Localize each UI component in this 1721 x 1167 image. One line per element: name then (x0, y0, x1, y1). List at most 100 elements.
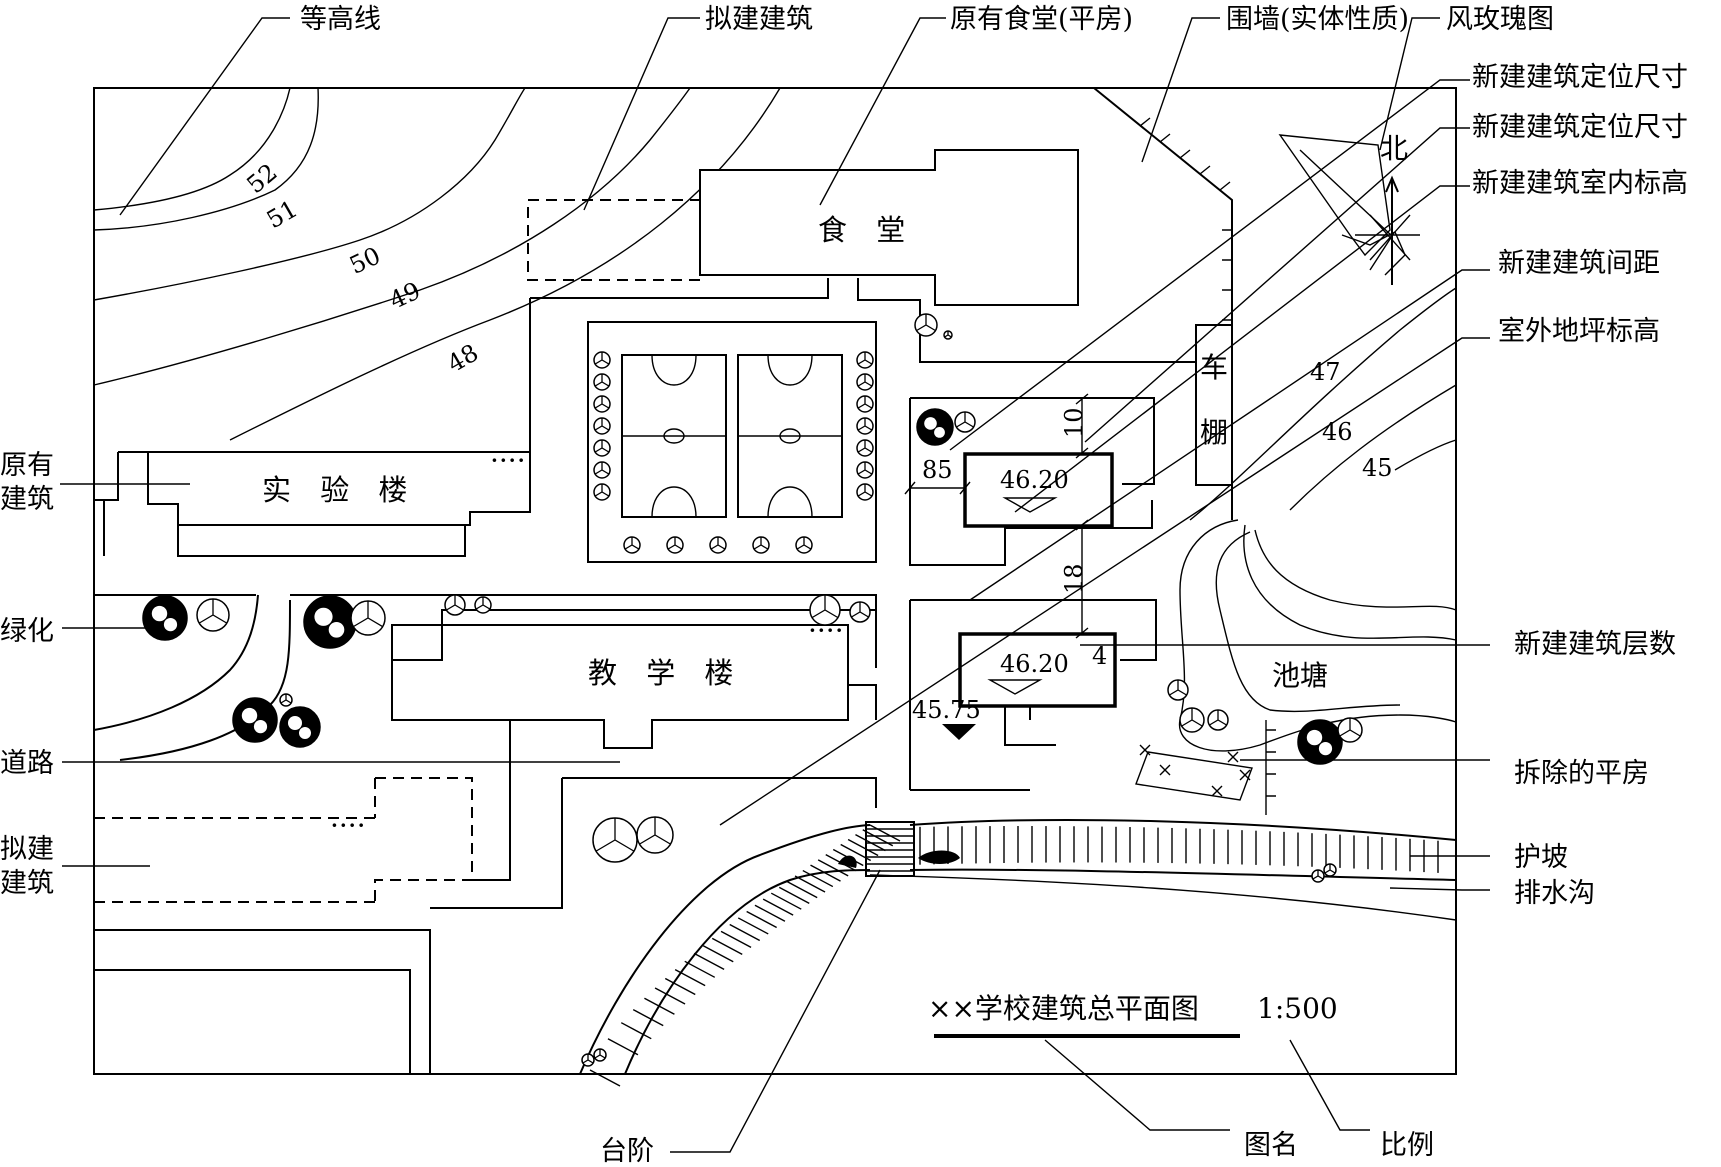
callout-drawing-name: 图名 (1244, 1130, 1298, 1161)
lower-left-roads (93, 594, 1030, 1074)
callout-demolished-bungalow: 拆除的平房 (1514, 758, 1649, 789)
tree-icon (1297, 719, 1343, 765)
callout-outdoor-ground-elevation: 室外地坪标高 (1498, 316, 1660, 347)
tree-icon (279, 706, 321, 748)
bike-shed-label-1: 车 (1200, 351, 1228, 384)
revetment (579, 819, 1457, 1087)
canteen-building: 食 堂 (699, 149, 1079, 306)
tree-icon (593, 483, 611, 501)
tree-icon (592, 817, 638, 863)
tree-icon (809, 594, 841, 626)
svg-text:····: ···· (330, 809, 366, 842)
new-building-north: 46.20 (963, 452, 1114, 528)
tree-icon (856, 351, 874, 369)
callout-wind-rose: 风玫瑰图 (1446, 4, 1554, 35)
lab-building: 实 验 楼 ···· (93, 444, 531, 562)
tree-icon (232, 697, 278, 743)
tree-icon (954, 411, 976, 433)
tree-icon (593, 373, 611, 391)
tree-icon (1323, 863, 1337, 877)
tree-icon (303, 595, 357, 649)
tree-icon (623, 536, 641, 554)
tree-icon (593, 417, 611, 435)
teaching-building-label: 教 学 楼 (588, 656, 743, 690)
new-building-south-elevation: 46.20 (1000, 650, 1069, 678)
callout-new-indoor-elevation: 新建建筑室内标高 (1472, 168, 1688, 199)
drawing-title: ××学校建筑总平面图 1:500 (928, 992, 1338, 1038)
tree-icon (1207, 709, 1229, 731)
callouts: 等高线 拟建建筑 原有食堂(平房) 围墙(实体性质) 风玫瑰图 新建建筑定位尺寸… (0, 4, 1688, 1167)
tree-icon (916, 408, 954, 446)
drawing-frame (93, 87, 1457, 1075)
tree-icon (795, 536, 813, 554)
tree-icon (1167, 679, 1189, 701)
tree-icon (1179, 707, 1205, 733)
tree-icon (1311, 869, 1325, 883)
dim-10: 10 (1060, 407, 1088, 438)
callout-revetment: 护坡 (1514, 842, 1568, 873)
tree-icon (142, 595, 188, 641)
callout-proposed-building-left: 拟建建筑 (0, 834, 54, 899)
callout-enclosing-wall: 围墙(实体性质) (1226, 4, 1409, 35)
bike-shed (1195, 324, 1233, 486)
callout-new-position-dim-1: 新建建筑定位尺寸 (1472, 62, 1688, 93)
callout-proposed-building-top: 拟建建筑 (705, 4, 813, 35)
greenery (142, 313, 1363, 1067)
callout-scale: 比例 (1380, 1130, 1434, 1161)
contour-label-49: 49 (385, 276, 425, 314)
tree-icon (856, 461, 874, 479)
tree-icon (196, 598, 230, 632)
tree-icon (444, 594, 466, 616)
tree-icon (593, 351, 611, 369)
teaching-building: 教 学 楼 ···· (94, 594, 877, 749)
enclosing-wall (1093, 87, 1276, 815)
contour-label-52: 52 (241, 158, 282, 199)
drawing-scale: 1:500 (1257, 992, 1338, 1025)
tree-icon (279, 693, 293, 707)
demolished-bungalow (1135, 744, 1253, 801)
bike-shed-label-2: 棚 (1200, 416, 1228, 449)
dim-85: 85 (922, 456, 953, 484)
callout-greening: 绿化 (0, 616, 54, 647)
tree-icon (593, 439, 611, 457)
tree-icon (636, 816, 674, 854)
new-building-north-elevation: 46.20 (1000, 466, 1069, 494)
tree-icon (856, 373, 874, 391)
contour-label-50: 50 (345, 241, 385, 279)
pond: 池塘 (1178, 519, 1457, 752)
callout-new-position-dim-2: 新建建筑定位尺寸 (1472, 112, 1688, 143)
contour-label-48: 48 (443, 339, 483, 379)
contour-label-47: 47 (1310, 358, 1341, 386)
callout-drainage-ditch: 排水沟 (1514, 878, 1595, 909)
pond-label: 池塘 (1272, 659, 1328, 692)
lab-building-label: 实 验 楼 (262, 473, 417, 507)
tree-icon (709, 536, 727, 554)
tree-icon (849, 601, 871, 623)
tree-icon (856, 417, 874, 435)
tree-icon (914, 313, 938, 337)
contour-label-45: 45 (1362, 454, 1393, 482)
new-building-floors: 4 (1092, 642, 1107, 670)
callout-existing-building: 原有建筑 (0, 450, 54, 515)
tree-icon (856, 395, 874, 413)
dimension-lines: 10 85 18 (904, 393, 1089, 639)
contour-label-46: 46 (1322, 418, 1353, 446)
drawing-title-text: ××学校建筑总平面图 (928, 992, 1199, 1025)
dim-18: 18 (1060, 563, 1088, 594)
callout-steps: 台阶 (600, 1136, 654, 1167)
outdoor-elevation-mark: 45.75 (912, 696, 981, 740)
tree-icon (593, 461, 611, 479)
callout-existing-canteen: 原有食堂(平房) (950, 4, 1133, 35)
steps (865, 821, 915, 877)
tree-icon (350, 600, 386, 636)
callout-new-building-floors: 新建建筑层数 (1514, 629, 1676, 660)
callout-leaders (60, 17, 1490, 1153)
callout-road: 道路 (0, 748, 54, 779)
tree-icon (752, 536, 770, 554)
canteen-label: 食 堂 (818, 213, 915, 247)
proposed-building-southwest: ···· (94, 777, 473, 903)
new-building-south: 46.20 4 (958, 632, 1117, 746)
outdoor-elevation: 45.75 (912, 696, 981, 724)
contour-label-51: 51 (262, 195, 302, 235)
